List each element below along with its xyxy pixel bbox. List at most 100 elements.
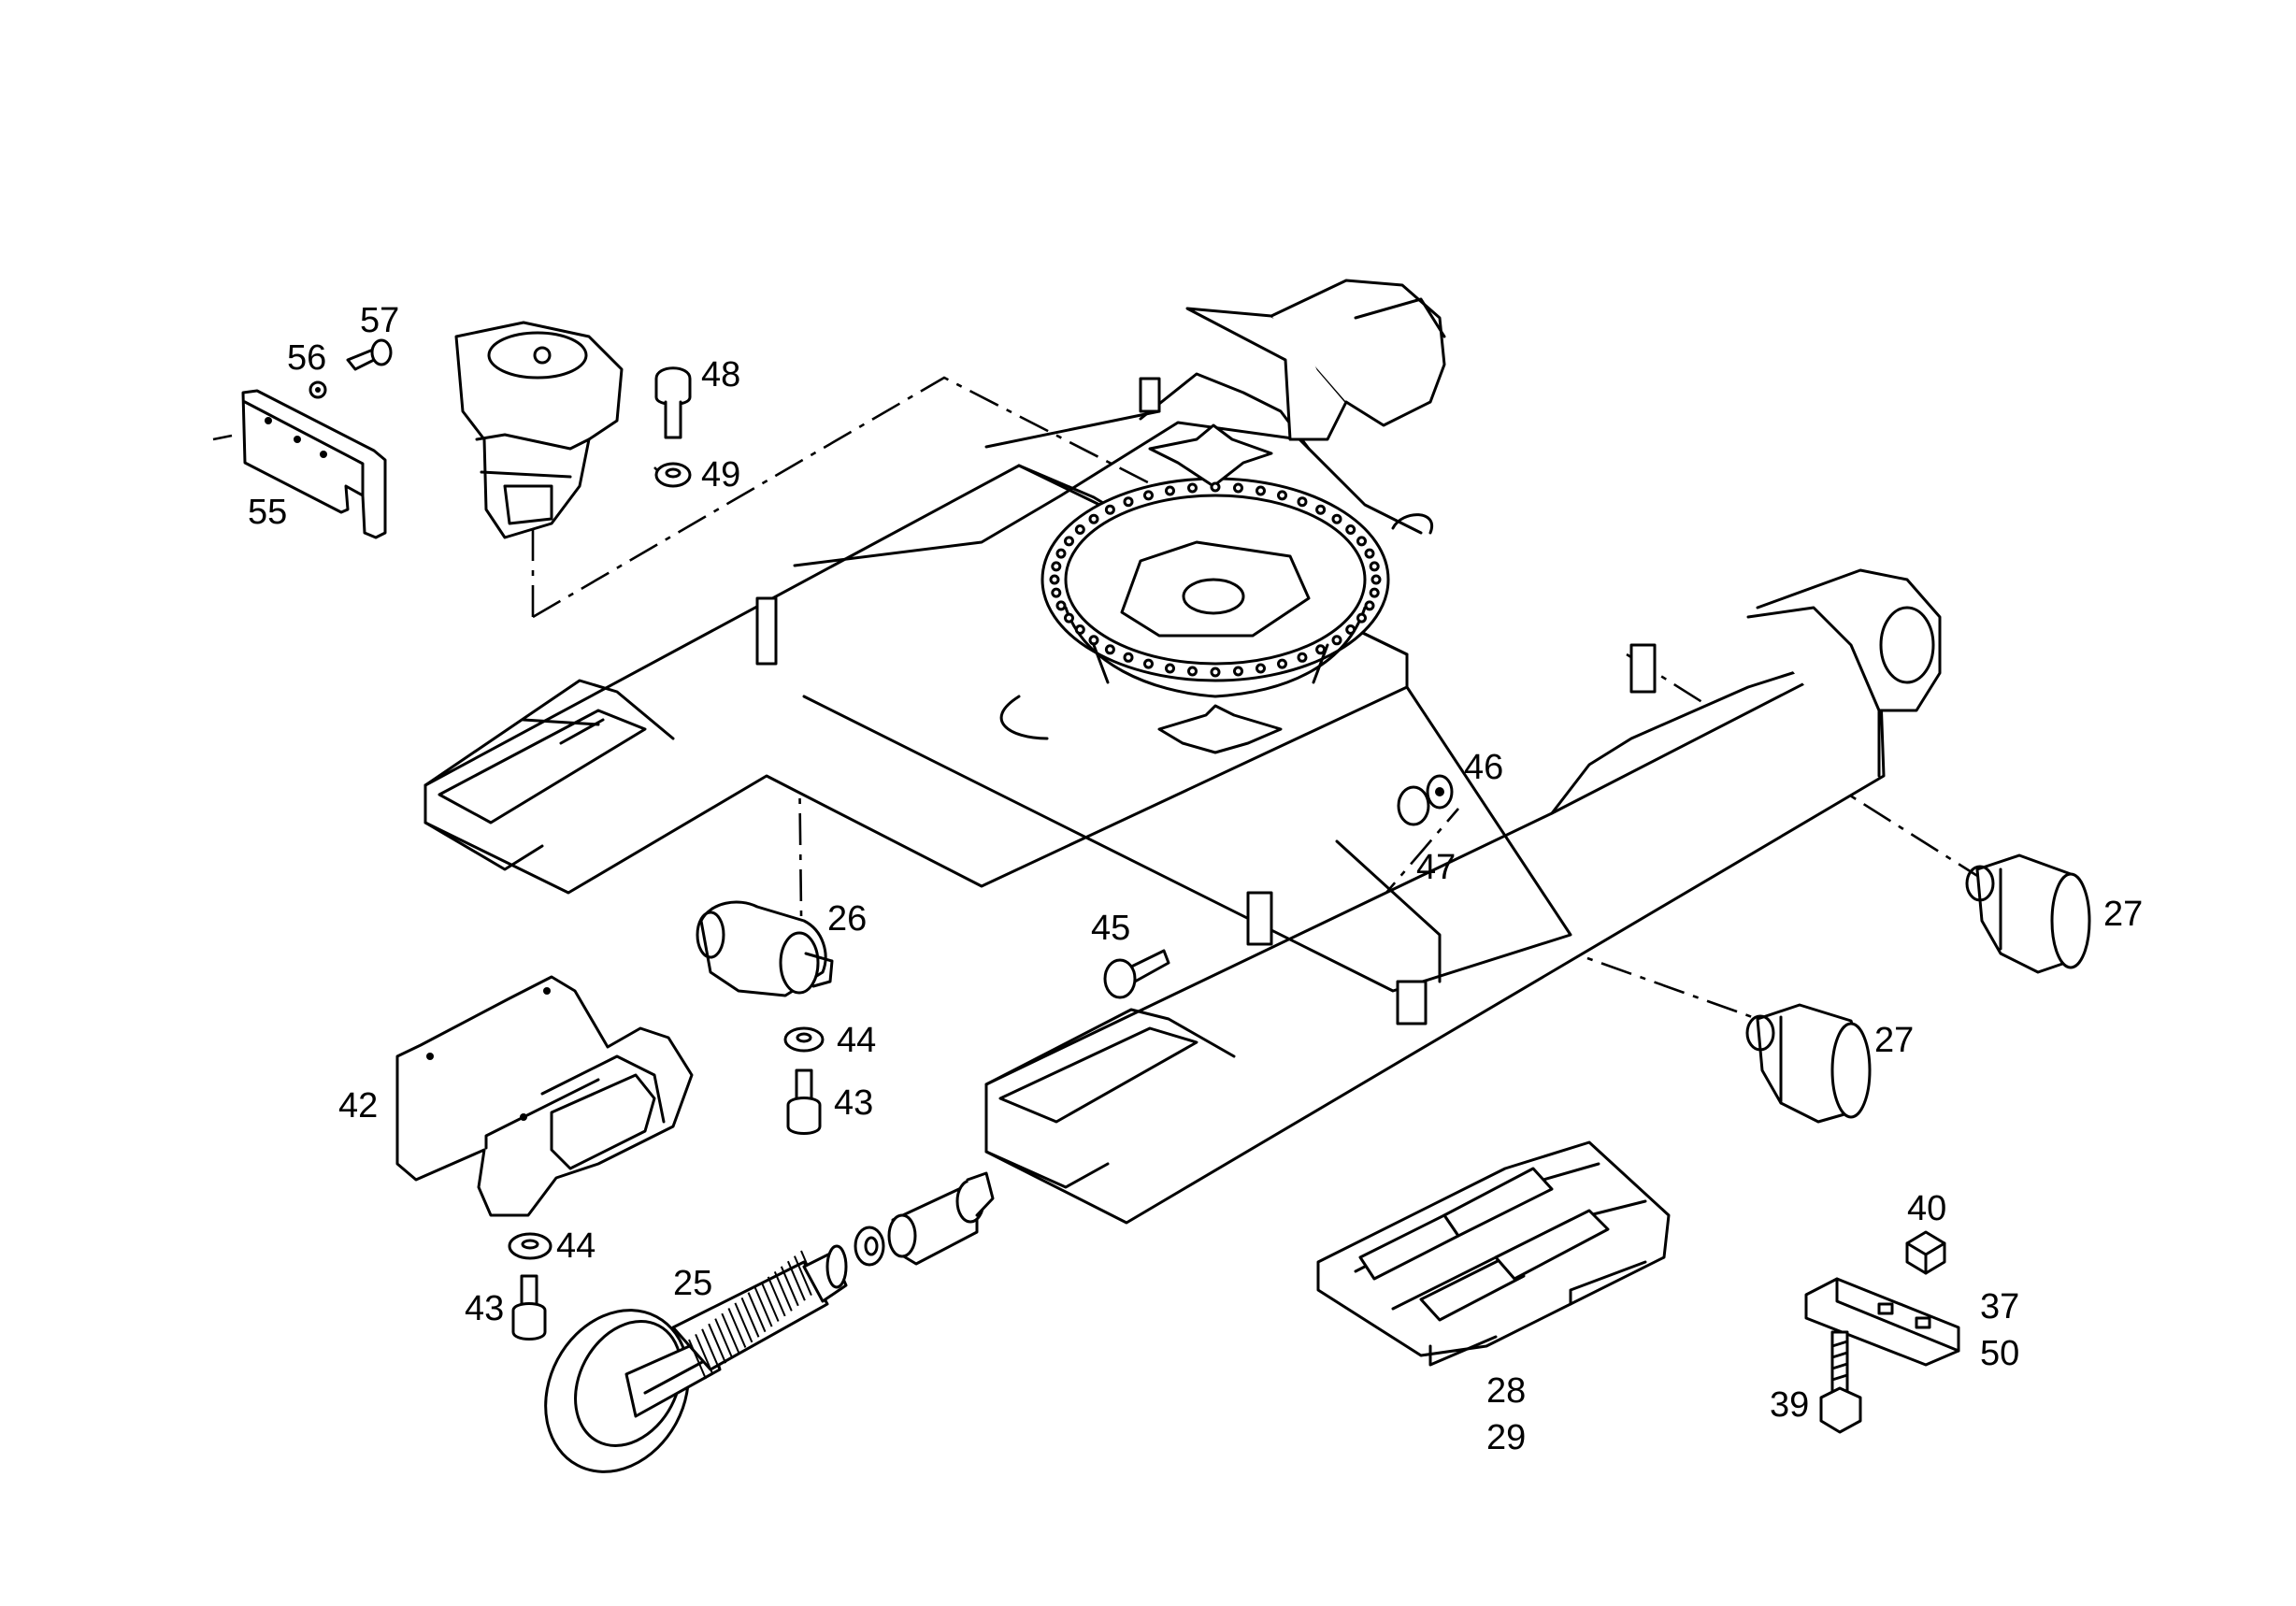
carrier-roller-26 bbox=[696, 900, 834, 997]
ring-bolt-hole bbox=[1364, 600, 1375, 611]
ring-bolt-hole bbox=[1165, 663, 1175, 674]
ring-bolt-hole bbox=[1331, 635, 1342, 646]
washer-44-upper bbox=[783, 1026, 825, 1053]
spring-coil bbox=[727, 1308, 747, 1348]
ring-bolt-hole bbox=[1256, 485, 1266, 496]
callout-43-lower: 43 bbox=[465, 1289, 504, 1328]
bolt-43-lower bbox=[511, 1274, 547, 1341]
washer-47 bbox=[1397, 785, 1430, 826]
spring-coil bbox=[793, 1255, 812, 1296]
ring-bolt-hole bbox=[1187, 482, 1198, 494]
bolt-39 bbox=[1819, 1330, 1862, 1434]
callout-42: 42 bbox=[338, 1086, 378, 1126]
track-chain-28-29 bbox=[1316, 1140, 1671, 1367]
bolt-48 bbox=[654, 366, 692, 439]
callout-26: 26 bbox=[827, 899, 867, 939]
spring-coil bbox=[773, 1271, 793, 1312]
ring-bolt-hole bbox=[1297, 496, 1308, 508]
ring-bolt-hole bbox=[1064, 612, 1074, 624]
callout-27-upper: 27 bbox=[2103, 895, 2143, 934]
ring-bolt-hole bbox=[1315, 644, 1327, 655]
ring-bolt-hole bbox=[1345, 524, 1356, 535]
ring-bolt-hole bbox=[1123, 652, 1134, 663]
nut-40 bbox=[1905, 1230, 1946, 1275]
ring-bolt-hole bbox=[1074, 624, 1085, 635]
ring-bolt-hole bbox=[1210, 667, 1221, 678]
ring-bolt-hole bbox=[1356, 612, 1367, 624]
bolt-57 bbox=[346, 338, 393, 371]
ring-bolt-hole bbox=[1055, 548, 1067, 559]
callout-labels: 57 56 55 48 49 46 47 26 27 27 45 44 43 4… bbox=[248, 301, 2143, 1457]
ring-bolt-hole bbox=[1051, 561, 1062, 572]
ring-bolt-hole bbox=[1088, 635, 1099, 646]
callout-50: 50 bbox=[1980, 1334, 2019, 1373]
ring-bolt-hole bbox=[1104, 504, 1115, 515]
bolt-43-upper bbox=[786, 1068, 822, 1135]
idler-assembly-25 bbox=[544, 1244, 848, 1473]
spring-coil bbox=[688, 1339, 707, 1380]
spring-coil bbox=[695, 1334, 714, 1374]
track-roller-27-lower bbox=[1745, 1003, 1872, 1124]
ring-bolt-hole bbox=[1187, 666, 1198, 677]
callout-57: 57 bbox=[360, 301, 399, 340]
spring-coil bbox=[786, 1260, 806, 1301]
track-guard-42 bbox=[395, 975, 694, 1217]
spring-coil bbox=[708, 1323, 727, 1364]
bolt-45 bbox=[1103, 949, 1170, 999]
ring-bolt-hole bbox=[1233, 666, 1243, 677]
callout-37: 37 bbox=[1980, 1287, 2019, 1326]
ring-bolt-hole bbox=[1143, 490, 1154, 501]
ring-bolt-hole bbox=[1049, 574, 1060, 585]
callout-29: 29 bbox=[1486, 1418, 1526, 1457]
spring-coil bbox=[780, 1266, 799, 1307]
ring-bolt-hole bbox=[1356, 536, 1367, 547]
travel-motor bbox=[454, 321, 624, 539]
callout-44-lower: 44 bbox=[556, 1226, 596, 1266]
ring-bolt-hole bbox=[1055, 600, 1067, 611]
callout-55: 55 bbox=[248, 493, 287, 532]
ring-bolt-hole bbox=[1143, 658, 1154, 669]
callout-49: 49 bbox=[701, 455, 740, 495]
ring-bolt-hole bbox=[1064, 536, 1074, 547]
bracket-55 bbox=[241, 389, 387, 539]
ring-bolt-hole bbox=[1210, 481, 1221, 493]
spring-coil bbox=[740, 1297, 760, 1338]
ring-washer bbox=[854, 1226, 885, 1267]
ring-bolt-hole bbox=[1233, 482, 1243, 494]
spring-coil bbox=[714, 1318, 734, 1358]
washer-44-lower bbox=[508, 1232, 552, 1260]
ring-bolt-hole bbox=[1345, 624, 1356, 635]
ring-bolt-hole bbox=[1331, 513, 1342, 524]
callout-44-upper: 44 bbox=[837, 1021, 876, 1060]
ring-bolt-hole bbox=[1370, 574, 1382, 585]
ring-bolt-hole bbox=[1256, 663, 1266, 674]
callout-45: 45 bbox=[1091, 909, 1130, 948]
track-roller-27-upper bbox=[1965, 853, 2091, 974]
spring-coil bbox=[753, 1286, 773, 1327]
ring-bolt-hole bbox=[1364, 548, 1375, 559]
callout-56: 56 bbox=[287, 338, 326, 378]
ring-bolt-hole bbox=[1277, 658, 1287, 669]
slewing-ring bbox=[1040, 423, 1390, 754]
callout-27-lower: 27 bbox=[1874, 1021, 1914, 1060]
track-shoe-37-50 bbox=[1804, 1277, 1960, 1367]
ring-bolt-hole bbox=[1104, 644, 1115, 655]
callout-40: 40 bbox=[1907, 1189, 1946, 1228]
spring-coil bbox=[721, 1312, 740, 1354]
ring-bolt-hole bbox=[1123, 496, 1134, 508]
ring-bolt-hole bbox=[1088, 513, 1099, 524]
ring-bolt-hole bbox=[1369, 561, 1380, 572]
spring-coil bbox=[734, 1302, 753, 1343]
ring-bolt-hole bbox=[1277, 490, 1287, 501]
spring-coil bbox=[701, 1328, 721, 1369]
washer-56 bbox=[309, 380, 327, 399]
callout-28: 28 bbox=[1486, 1371, 1526, 1411]
callout-25: 25 bbox=[673, 1264, 712, 1303]
callout-43-upper: 43 bbox=[834, 1083, 873, 1123]
ring-bolt-hole bbox=[1297, 652, 1308, 663]
grease-cylinder bbox=[887, 1171, 995, 1266]
callout-46: 46 bbox=[1464, 748, 1503, 787]
ring-bolt-hole bbox=[1315, 504, 1327, 515]
